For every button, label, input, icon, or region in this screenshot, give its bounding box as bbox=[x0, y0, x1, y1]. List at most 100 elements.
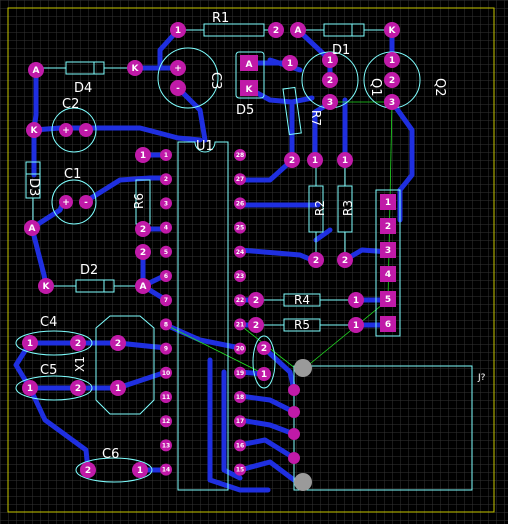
svg-text:-: - bbox=[84, 198, 88, 208]
svg-text:2: 2 bbox=[261, 344, 267, 354]
ic-u1-pads: 1234567891011121314282726252423222120191… bbox=[160, 149, 246, 476]
label-c1: C1 bbox=[64, 167, 81, 182]
ic-pad-right-23 bbox=[234, 270, 246, 282]
ic-pad-right-26 bbox=[234, 197, 246, 210]
svg-text:-: - bbox=[84, 126, 88, 136]
svg-text:4: 4 bbox=[385, 270, 391, 280]
svg-text:K: K bbox=[31, 126, 39, 136]
ic-pad-left-3 bbox=[160, 197, 172, 210]
ic-pad-right-25 bbox=[234, 221, 246, 234]
svg-text:2: 2 bbox=[85, 466, 91, 476]
label-r6: R6 bbox=[132, 193, 146, 209]
mounting-hole-bottom bbox=[294, 473, 312, 491]
svg-text:+: + bbox=[174, 64, 182, 74]
svg-text:6: 6 bbox=[385, 320, 391, 330]
svg-text:2: 2 bbox=[385, 222, 391, 232]
svg-text:2: 2 bbox=[140, 248, 146, 258]
ic-pin-number: 22 bbox=[236, 297, 244, 304]
ic-pin-number: 19 bbox=[236, 370, 244, 377]
ic-pin-number: 14 bbox=[162, 467, 170, 474]
ic-pad-left-4 bbox=[160, 221, 172, 234]
ic-pad-right-17 bbox=[234, 415, 246, 428]
svg-text:2: 2 bbox=[342, 256, 348, 266]
ic-pin-number: 3 bbox=[164, 200, 168, 207]
svg-text:1: 1 bbox=[115, 384, 121, 394]
ic-pad-left-6 bbox=[160, 270, 172, 282]
label-c2: C2 bbox=[62, 97, 79, 112]
ic-pad-right-24 bbox=[234, 245, 246, 258]
ic-pin-number: 23 bbox=[236, 273, 244, 280]
svg-text:2: 2 bbox=[140, 225, 146, 235]
svg-text:1: 1 bbox=[312, 156, 318, 166]
mounting-hole-top bbox=[294, 359, 312, 377]
ic-pad-left-5 bbox=[160, 245, 172, 258]
label-c4: C4 bbox=[40, 315, 57, 330]
ic-pad-right-21 bbox=[234, 318, 246, 331]
label-r3: R3 bbox=[341, 200, 355, 216]
ic-pad-left-11 bbox=[160, 391, 172, 403]
svg-text:2: 2 bbox=[253, 296, 259, 306]
label-r2: R2 bbox=[313, 200, 327, 216]
ic-pad-right-22 bbox=[234, 294, 246, 307]
svg-text:A: A bbox=[33, 66, 40, 76]
svg-text:1: 1 bbox=[385, 198, 391, 208]
ic-pin-number: 7 bbox=[164, 297, 168, 304]
svg-text:K: K bbox=[246, 85, 254, 95]
ic-pin-number: 5 bbox=[164, 249, 168, 256]
ic-pin-number: 18 bbox=[236, 394, 244, 401]
label-r5: R5 bbox=[294, 318, 310, 332]
svg-text:3: 3 bbox=[385, 246, 391, 256]
pad-labels: 1 2 A K A K + - A K 1 1 2 3 1 2 3 K + - … bbox=[27, 26, 397, 476]
svg-text:1: 1 bbox=[175, 26, 181, 36]
label-d1: D1 bbox=[332, 43, 350, 58]
label-c6: C6 bbox=[102, 447, 119, 462]
label-u1: U1 bbox=[196, 139, 214, 154]
ic-pin-number: 20 bbox=[236, 346, 244, 353]
svg-text:1: 1 bbox=[353, 296, 359, 306]
label-r7: R7 bbox=[309, 110, 323, 126]
ic-pad-left-10 bbox=[160, 366, 172, 379]
ic-pad-right-19 bbox=[234, 366, 246, 379]
ic-pin-number: 21 bbox=[236, 321, 244, 328]
ic-pad-right-18 bbox=[234, 391, 246, 403]
svg-text:1: 1 bbox=[140, 151, 146, 161]
svg-text:A: A bbox=[29, 224, 36, 234]
svg-text:2: 2 bbox=[289, 156, 295, 166]
ic-pin-number: 2 bbox=[164, 176, 168, 183]
ic-pin-number: 10 bbox=[162, 370, 170, 377]
label-d2: D2 bbox=[80, 263, 98, 278]
svg-text:A: A bbox=[295, 26, 302, 36]
svg-text:1: 1 bbox=[27, 339, 33, 349]
svg-text:K: K bbox=[43, 282, 51, 292]
label-r1: R1 bbox=[212, 11, 229, 26]
ic-pin-number: 28 bbox=[236, 152, 244, 159]
label-c5: C5 bbox=[40, 363, 57, 378]
ic-pin-number: 13 bbox=[162, 442, 170, 449]
label-c3: C3 bbox=[208, 72, 223, 89]
svg-text:5: 5 bbox=[385, 295, 391, 305]
svg-text:2: 2 bbox=[313, 256, 319, 266]
ic-pin-number: 17 bbox=[236, 418, 244, 425]
ic-pin-number: 25 bbox=[236, 225, 244, 232]
svg-text:1: 1 bbox=[137, 466, 143, 476]
svg-text:K: K bbox=[389, 26, 397, 36]
svg-text:2: 2 bbox=[75, 384, 81, 394]
ic-pin-number: 26 bbox=[236, 200, 244, 207]
svg-text:2: 2 bbox=[327, 76, 333, 86]
svg-text:1: 1 bbox=[389, 56, 395, 66]
svg-text:2: 2 bbox=[253, 321, 259, 331]
svg-text:1: 1 bbox=[353, 321, 359, 331]
ic-pin-number: 27 bbox=[236, 176, 244, 183]
svg-text:+: + bbox=[62, 198, 70, 208]
board-outline bbox=[7, 7, 495, 513]
label-d4: D4 bbox=[74, 81, 92, 96]
ic-pad-right-28 bbox=[234, 149, 246, 161]
ic-pad-left-13 bbox=[160, 439, 172, 452]
ic-pad-right-15 bbox=[234, 463, 246, 476]
svg-text:A: A bbox=[246, 60, 253, 70]
ic-pin-number: 24 bbox=[236, 249, 244, 256]
svg-text:+: + bbox=[62, 126, 70, 136]
svg-text:3: 3 bbox=[389, 98, 395, 108]
svg-text:A: A bbox=[140, 282, 147, 292]
